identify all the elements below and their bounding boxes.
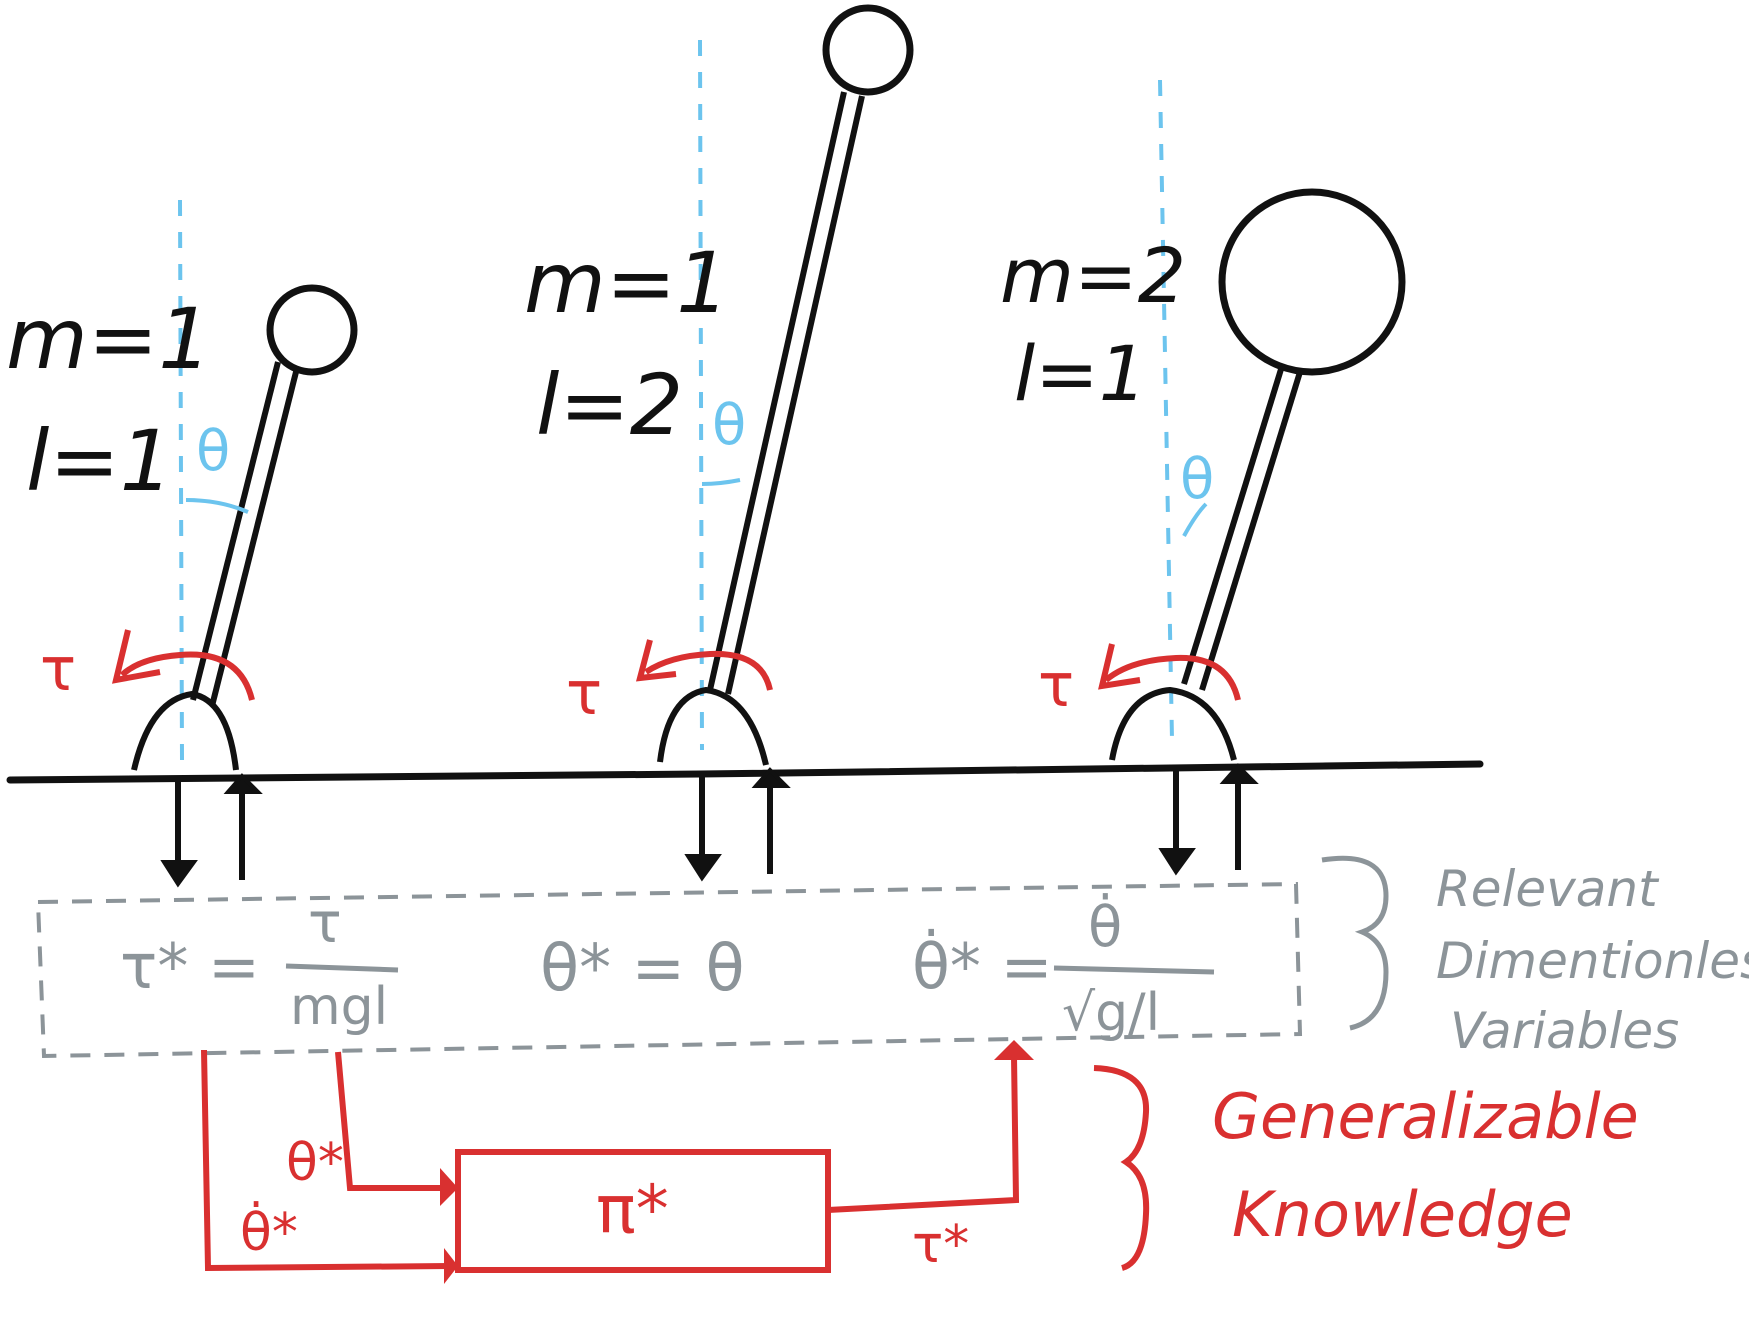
vertical-reference-line bbox=[698, 39, 704, 751]
thetadot-input-arrowhead bbox=[444, 1248, 458, 1284]
dimensionless-variables-box: τ* = τ mgl θ* = θ θ̇* = θ̇ √g/l Relevant… bbox=[35, 855, 1749, 1060]
thetadot-star-input-label: θ̇* bbox=[240, 1202, 298, 1263]
pendulum-bob bbox=[1218, 188, 1406, 376]
pivot-arch bbox=[1109, 686, 1237, 761]
pivot-arch bbox=[131, 690, 239, 771]
tau-fraction-bar bbox=[285, 963, 399, 973]
force-arrowhead-up bbox=[223, 773, 263, 794]
angle-arc bbox=[701, 478, 741, 486]
tau-fraction-numerator: τ bbox=[308, 891, 342, 956]
relevant-variables-brace bbox=[1321, 855, 1389, 1031]
pendulum-rod bbox=[209, 367, 300, 707]
tau-output-path bbox=[827, 1055, 1020, 1213]
tau-star-output-label: τ* bbox=[912, 1215, 969, 1275]
torque-arrow bbox=[1104, 654, 1241, 701]
relevant-variables-label-line-1: Relevant bbox=[1436, 860, 1660, 918]
force-arrowhead-down bbox=[684, 854, 722, 882]
torque-arrowhead bbox=[635, 639, 677, 682]
length-label: l=1 bbox=[26, 412, 173, 510]
pendulum-2: m=1 l=2 θ τ bbox=[524, 4, 914, 882]
mass-label: m=1 bbox=[6, 290, 212, 388]
force-arrowhead-up bbox=[1219, 763, 1259, 784]
force-arrowhead-down bbox=[160, 860, 198, 888]
torque-label: τ bbox=[566, 659, 602, 729]
thetadot-fraction-bar bbox=[1053, 965, 1215, 975]
tau-output-arrowhead bbox=[994, 1040, 1034, 1060]
torque-arrow bbox=[119, 651, 255, 701]
mass-label: m=1 bbox=[524, 234, 730, 332]
length-label: l=1 bbox=[1014, 329, 1147, 418]
generalizable-knowledge-label-line-1: Generalizable bbox=[1212, 1080, 1639, 1153]
angle-arc bbox=[1182, 502, 1208, 537]
pendulum-rod bbox=[1181, 365, 1285, 685]
tau-fraction-denominator: mgl bbox=[290, 977, 388, 1037]
angle-arc bbox=[185, 498, 249, 514]
vertical-reference-line bbox=[178, 199, 184, 761]
theta-star-equation: θ* = θ bbox=[540, 932, 745, 1006]
pendulum-rod bbox=[1199, 371, 1303, 691]
torque-label: τ bbox=[40, 635, 76, 705]
generalizable-knowledge: π* θ* θ̇* τ* Generalizable Knowledge bbox=[201, 1040, 1639, 1284]
generalizable-knowledge-label-line-2: Knowledge bbox=[1232, 1178, 1573, 1251]
relevant-variables-label-line-2: Dimentionless bbox=[1436, 932, 1749, 990]
ground-line bbox=[6, 760, 1484, 784]
torque-arrowhead bbox=[1098, 643, 1141, 690]
thetadot-fraction-numerator: θ̇ bbox=[1088, 893, 1122, 960]
generalizable-knowledge-brace bbox=[1093, 1065, 1150, 1271]
torque-label: τ bbox=[1038, 651, 1074, 721]
dashed-box-outline bbox=[35, 881, 1303, 1059]
thetadot-fraction-denominator: √g/l bbox=[1062, 983, 1160, 1043]
angle-label: θ bbox=[196, 419, 230, 484]
pendulum-3: m=2 l=1 θ τ bbox=[1000, 79, 1406, 876]
angle-label: θ bbox=[712, 393, 746, 458]
tau-star-lhs: τ* = bbox=[120, 930, 260, 1003]
thetadot-input-path bbox=[201, 1049, 451, 1272]
relevant-variables-label-line-3: Variables bbox=[1450, 1002, 1679, 1060]
length-label: l=2 bbox=[536, 356, 683, 454]
policy-box bbox=[455, 1149, 831, 1273]
vertical-reference-line bbox=[1158, 79, 1174, 741]
pendulum-bob bbox=[822, 4, 914, 96]
torque-arrow bbox=[644, 650, 773, 691]
theta-input-arrowhead bbox=[440, 1168, 458, 1206]
angle-label: θ bbox=[1180, 447, 1214, 512]
force-arrowhead-down bbox=[1158, 848, 1196, 876]
pendulum-rod bbox=[190, 361, 281, 701]
thetadot-star-lhs: θ̇* = bbox=[912, 929, 1053, 1003]
theta-input-path bbox=[335, 1051, 450, 1191]
theta-star-input-label: θ* bbox=[286, 1133, 344, 1193]
pivot-arch bbox=[657, 686, 769, 766]
pendulum-rod bbox=[725, 95, 865, 695]
force-arrowhead-up bbox=[751, 767, 791, 788]
torque-arrowhead bbox=[112, 629, 161, 684]
pendulum-bob bbox=[266, 284, 358, 376]
mass-label: m=2 bbox=[1000, 231, 1186, 320]
policy-box-label: π* bbox=[596, 1171, 669, 1248]
pendulum-1: m=1 l=1 θ τ bbox=[6, 199, 358, 888]
pendulum-rod bbox=[707, 91, 847, 691]
